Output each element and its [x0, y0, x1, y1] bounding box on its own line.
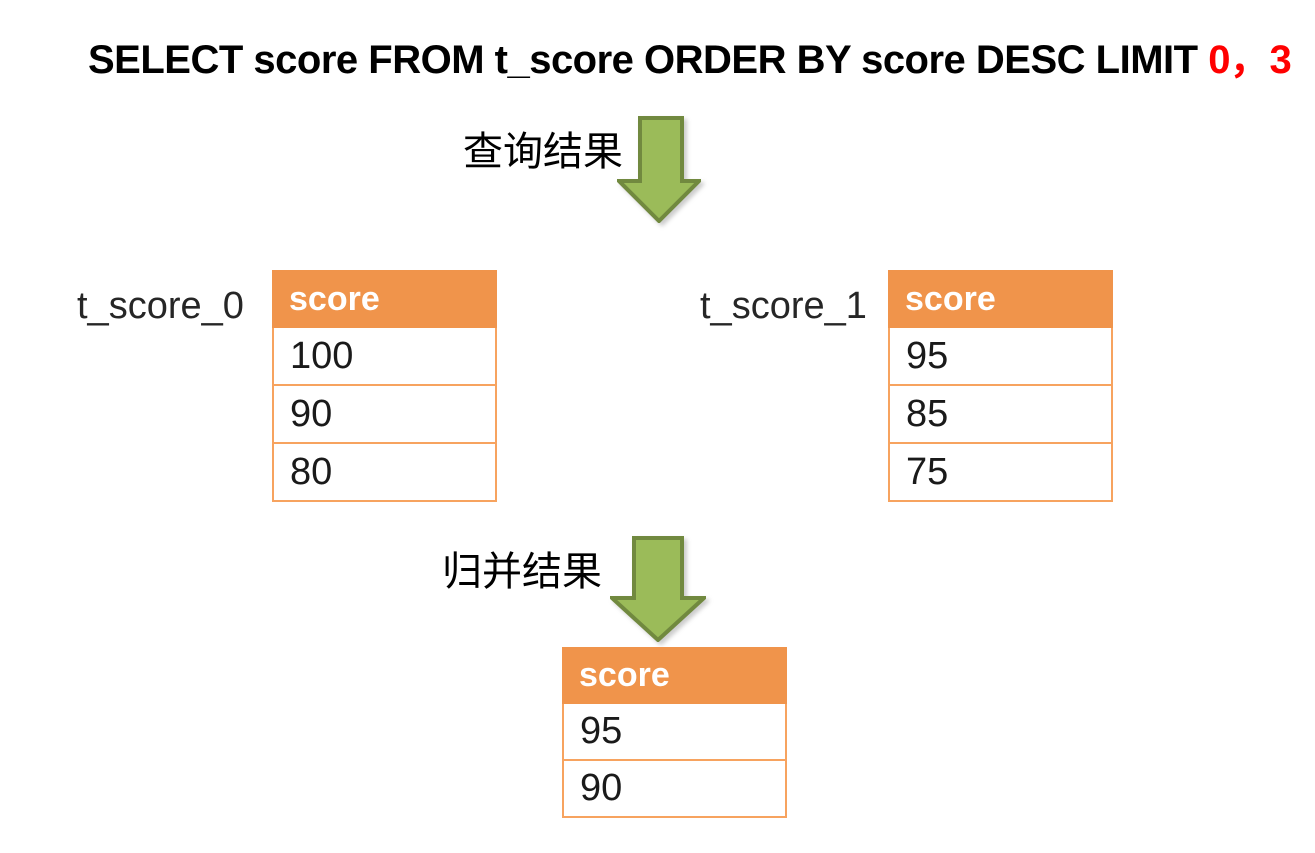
sql-text: SELECT score FROM t_score ORDER BY score…	[88, 38, 1209, 82]
down-arrow-icon	[617, 116, 701, 223]
query-result-label: 查询结果	[463, 130, 623, 174]
table-row: 90	[272, 386, 497, 444]
table-row: 100	[272, 328, 497, 386]
table-row: 85	[888, 386, 1113, 444]
table-row: 75	[888, 444, 1113, 502]
column-header: score	[272, 270, 497, 328]
sql-limit-highlight: 0，3	[1208, 38, 1292, 82]
shard-table-name-right: t_score_1	[700, 285, 867, 327]
shard-table-name-left: t_score_0	[77, 285, 244, 327]
column-header: score	[562, 647, 787, 704]
merge-result-label: 归并结果	[442, 550, 602, 594]
shard-table-right: score 95 85 75	[888, 270, 1113, 502]
table-row: 95	[562, 704, 787, 761]
sql-statement-title: SELECT score FROM t_score ORDER BY score…	[88, 38, 1292, 82]
table-row: 80	[272, 444, 497, 502]
merged-result-table: score 95 90	[562, 647, 787, 818]
down-arrow-icon	[610, 536, 706, 642]
column-header: score	[888, 270, 1113, 328]
table-row: 90	[562, 761, 787, 818]
table-row: 95	[888, 328, 1113, 386]
shard-table-left: score 100 90 80	[272, 270, 497, 502]
